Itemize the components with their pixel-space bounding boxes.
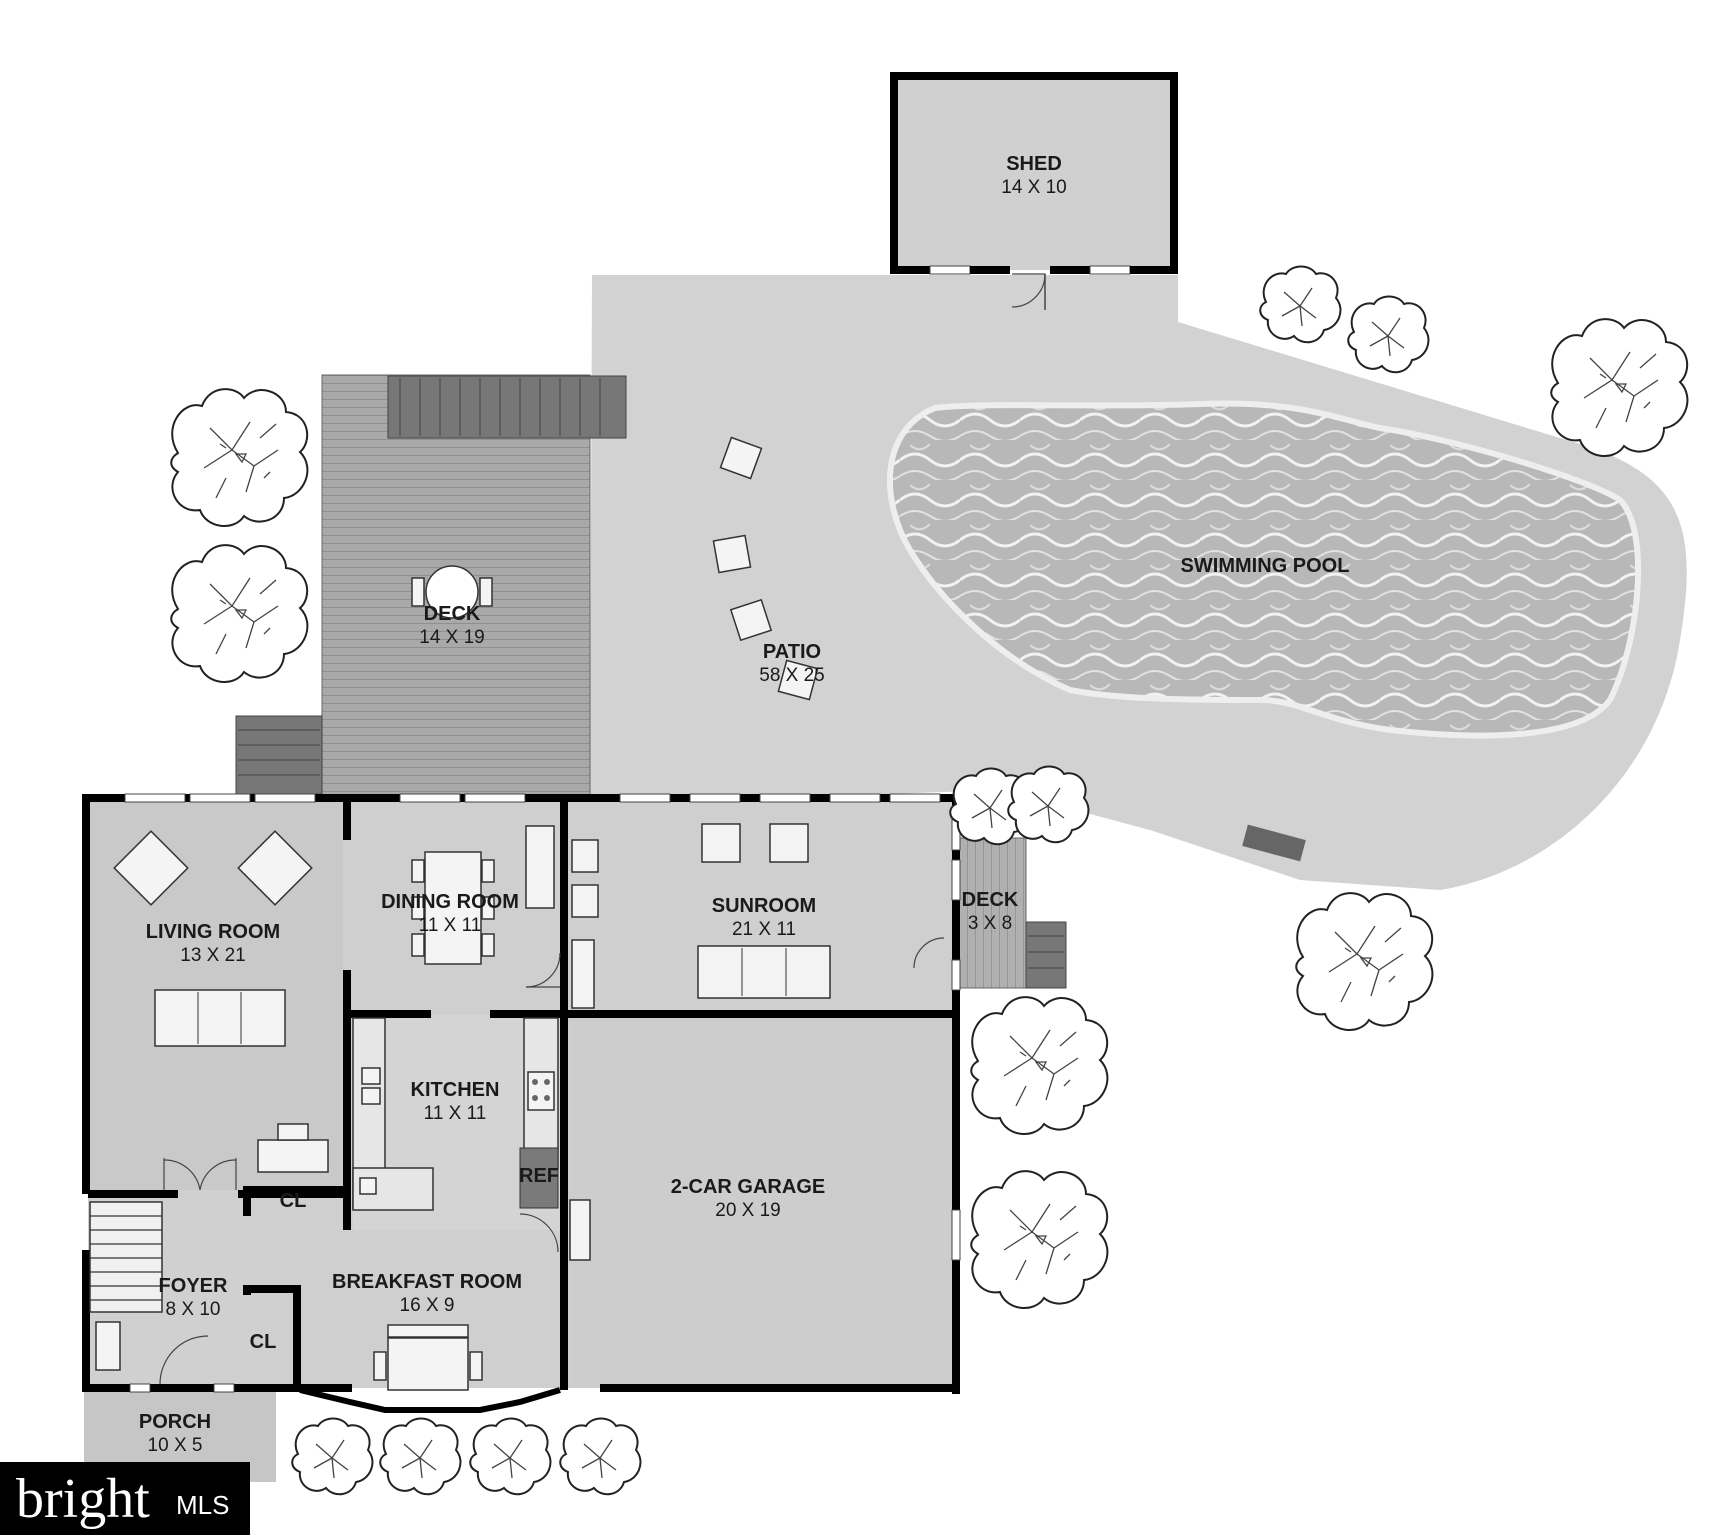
bright-mls-logo: bright MLS (0, 1462, 250, 1535)
swimming-pool (886, 400, 1642, 739)
breakfast-room-label: BREAKFAST ROOM (332, 1271, 522, 1293)
deck-small-surface (957, 837, 1027, 989)
sunroom-furniture (571, 823, 831, 1009)
windows (124, 793, 961, 1393)
deck-main-label: DECK (424, 603, 481, 625)
breakfast-room-dim: 16 X 9 (400, 1295, 455, 1316)
living-room-label: LIVING ROOM (146, 921, 280, 943)
deck-small-label: DECK (962, 889, 1019, 911)
breakfast-room-furniture (373, 1199, 591, 1391)
porch-label: PORCH (139, 1411, 211, 1433)
cl-lower-label: CL (250, 1331, 277, 1353)
deck-main-dim: 14 X 19 (419, 627, 485, 648)
shed-floor (895, 75, 1173, 270)
shed-label: SHED (1006, 153, 1062, 175)
sunroom-label: SUNROOM (712, 895, 816, 917)
foyer-label: FOYER (159, 1275, 228, 1297)
deck-stairs-top (387, 375, 627, 439)
patio-chairs (712, 436, 819, 701)
pool-label: SWIMMING POOL (1181, 555, 1350, 577)
room-labels: SHED 14 X 10 SWIMMING POOL DECK 14 X 19 … (139, 153, 1350, 1456)
logo-suffix-text: MLS (176, 1490, 229, 1520)
dining-room-label: DINING ROOM (381, 891, 519, 913)
deck-stairs-left (235, 715, 323, 795)
foyer-dim: 8 X 10 (166, 1299, 221, 1320)
porch-dim: 10 X 5 (148, 1435, 203, 1456)
garage-floor (570, 1012, 956, 1387)
garage-dim: 20 X 19 (715, 1200, 781, 1221)
logo-brand-text: bright (16, 1468, 150, 1530)
patio-label: PATIO (763, 641, 821, 663)
dining-room-dim: 11 X 11 (419, 915, 482, 936)
dining-room-furniture (411, 825, 555, 965)
living-room-furniture (113, 830, 329, 1173)
shed-dim: 14 X 10 (1001, 177, 1067, 198)
patio-dim: 58 X 25 (759, 665, 825, 686)
kitchen-label: KITCHEN (411, 1079, 500, 1101)
garage-label: 2-CAR GARAGE (671, 1176, 825, 1198)
kitchen-fixtures (352, 1017, 559, 1211)
refrigerator (519, 1147, 559, 1209)
cl-upper-label: CL (280, 1190, 307, 1212)
sunroom-dim: 21 X 11 (732, 919, 796, 940)
living-room-dim: 13 X 21 (180, 945, 246, 966)
foyer-stairs (89, 1201, 163, 1371)
kitchen-dim: 11 X 11 (424, 1103, 487, 1124)
deck-table (425, 565, 479, 619)
ref-label: REF (519, 1165, 559, 1187)
deck-small-dim: 3 X 8 (968, 913, 1012, 934)
